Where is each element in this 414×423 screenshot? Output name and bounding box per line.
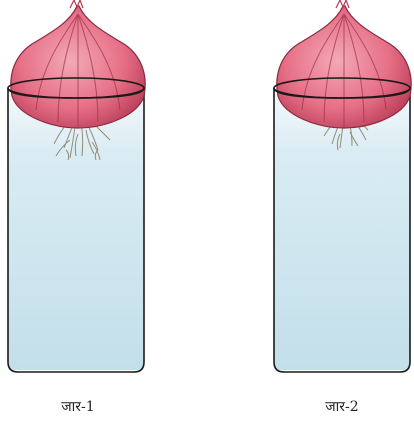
jar-1-water xyxy=(8,92,144,370)
jar-2-label: जार-2 xyxy=(302,398,382,416)
jar-2 xyxy=(274,0,411,372)
jar-2-tip xyxy=(336,0,349,8)
jar-1 xyxy=(8,0,145,372)
jar-1-label: जार-1 xyxy=(38,398,118,416)
jar-1-tip xyxy=(70,0,83,8)
